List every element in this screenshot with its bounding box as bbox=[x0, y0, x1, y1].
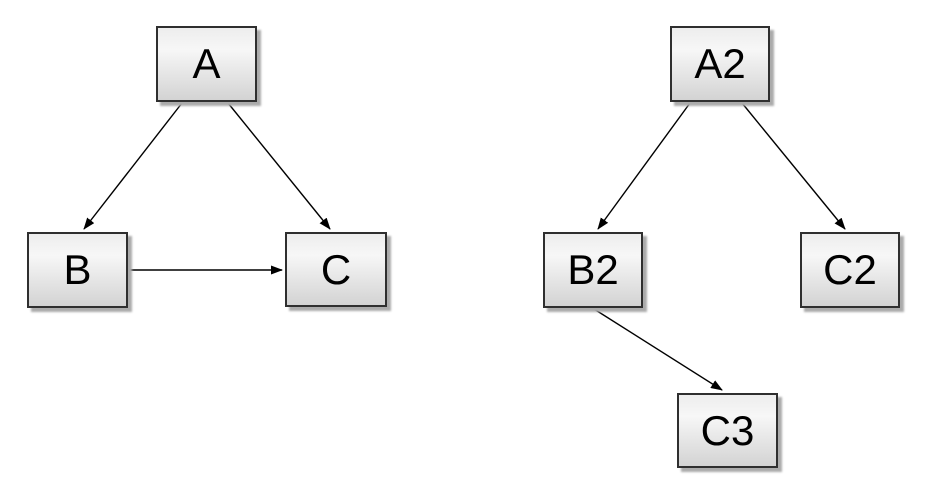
node-A[interactable]: A bbox=[156, 26, 257, 102]
node-label: C3 bbox=[700, 406, 755, 454]
edge-A-B bbox=[83, 102, 183, 230]
edges-group bbox=[83, 102, 846, 391]
node-B2[interactable]: B2 bbox=[543, 232, 643, 308]
node-A2[interactable]: A2 bbox=[670, 26, 770, 102]
node-C2[interactable]: C2 bbox=[800, 232, 900, 308]
node-B[interactable]: B bbox=[27, 232, 128, 308]
node-label: B bbox=[63, 246, 92, 293]
node-label: A2 bbox=[694, 40, 746, 87]
edge-A2-B2 bbox=[597, 102, 691, 230]
node-label: A bbox=[192, 40, 221, 87]
node-label: C2 bbox=[823, 246, 877, 293]
edge-B2-C3 bbox=[593, 308, 723, 391]
node-C3[interactable]: C3 bbox=[677, 393, 778, 468]
edge-A2-C2 bbox=[741, 102, 846, 230]
node-label: C bbox=[320, 245, 352, 293]
edge-A-C bbox=[227, 102, 331, 230]
node-label: B2 bbox=[567, 246, 619, 293]
node-C[interactable]: C bbox=[285, 232, 387, 307]
